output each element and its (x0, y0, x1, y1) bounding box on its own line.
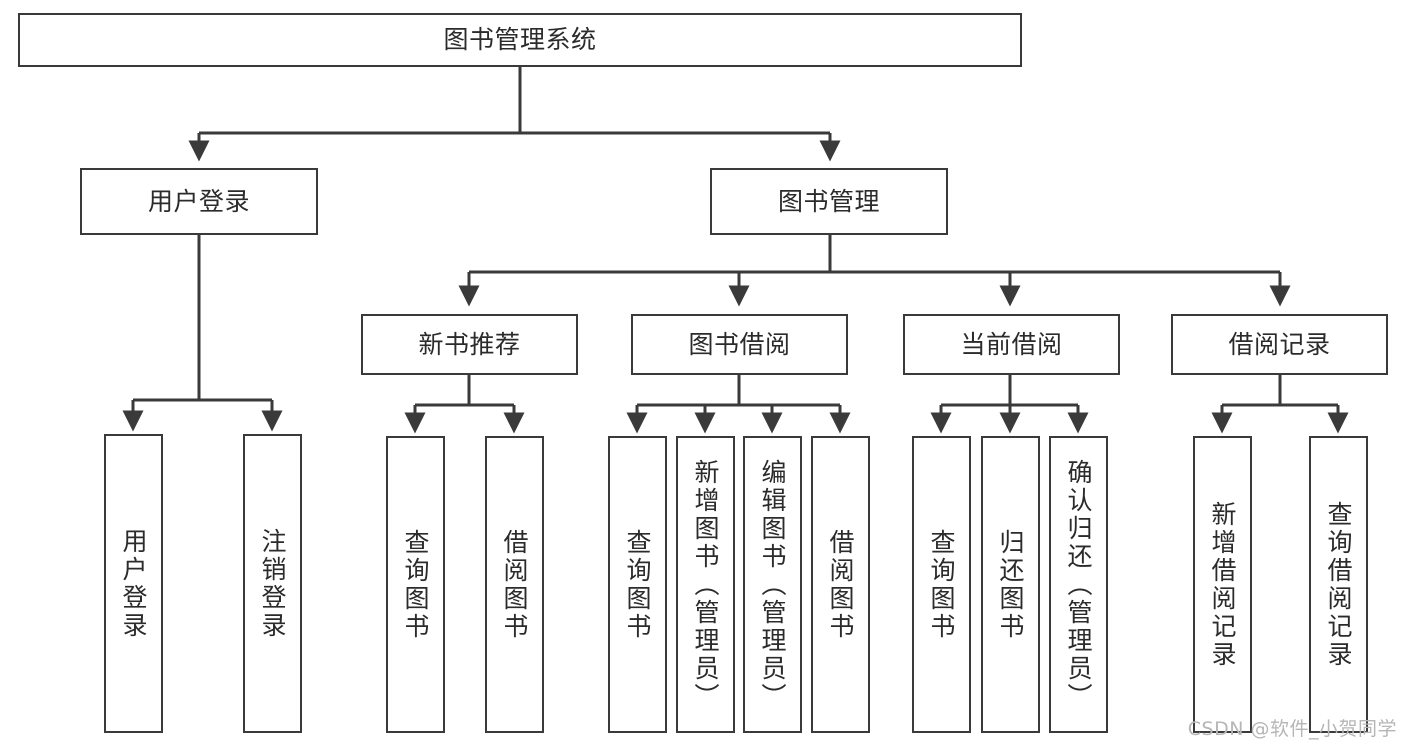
node-label: 图书借阅 (688, 329, 791, 359)
node-label: 用户登录 (147, 186, 250, 216)
node-root-system[interactable]: 图书管理系统 (18, 13, 1022, 67)
node-current-borrow[interactable]: 当前借阅 (903, 314, 1120, 375)
node-label: 新增借阅记录 (1208, 500, 1237, 669)
leaf-user-login[interactable]: 用户登录 (104, 434, 163, 733)
node-label: 查询借阅记录 (1324, 500, 1353, 669)
node-borrow-record[interactable]: 借阅记录 (1171, 314, 1388, 375)
node-label: 图书管理系统 (443, 25, 597, 55)
node-label: 注销登录 (258, 527, 287, 640)
node-label: 归还图书 (996, 528, 1025, 641)
node-label: 借阅图书 (826, 528, 855, 641)
leaf-add-book-admin[interactable]: 新增图书（管理员） (676, 436, 735, 733)
node-label: 确认归还（管理员） (1064, 458, 1093, 711)
node-label: 借阅图书 (500, 528, 529, 641)
node-label: 新增图书（管理员） (691, 458, 720, 711)
node-label: 新书推荐 (418, 329, 521, 359)
leaf-logout-login[interactable]: 注销登录 (243, 434, 302, 733)
node-label: 查询图书 (927, 528, 956, 641)
node-label: 图书管理 (777, 186, 880, 216)
node-book-management[interactable]: 图书管理 (710, 168, 948, 235)
leaf-query-book-borrow[interactable]: 查询图书 (608, 436, 667, 733)
node-book-borrow[interactable]: 图书借阅 (631, 314, 848, 375)
leaf-edit-book-admin[interactable]: 编辑图书（管理员） (743, 436, 802, 733)
leaf-borrow-book[interactable]: 借阅图书 (811, 436, 870, 733)
leaf-confirm-return-admin[interactable]: 确认归还（管理员） (1049, 436, 1108, 733)
node-label: 编辑图书（管理员） (758, 458, 787, 711)
node-label: 查询图书 (401, 528, 430, 641)
leaf-query-book-recommend[interactable]: 查询图书 (386, 436, 445, 733)
node-label: 当前借阅 (960, 329, 1063, 359)
leaf-add-borrow-record[interactable]: 新增借阅记录 (1193, 436, 1252, 733)
node-user-login[interactable]: 用户登录 (80, 168, 318, 235)
leaf-return-book[interactable]: 归还图书 (981, 436, 1040, 733)
node-label: 查询图书 (623, 528, 652, 641)
node-new-book-recommend[interactable]: 新书推荐 (361, 314, 578, 375)
leaf-query-book-current[interactable]: 查询图书 (912, 436, 971, 733)
leaf-borrow-book-recommend[interactable]: 借阅图书 (485, 436, 544, 733)
node-label: 借阅记录 (1228, 329, 1331, 359)
node-label: 用户登录 (119, 527, 148, 640)
leaf-query-borrow-record[interactable]: 查询借阅记录 (1309, 436, 1368, 733)
